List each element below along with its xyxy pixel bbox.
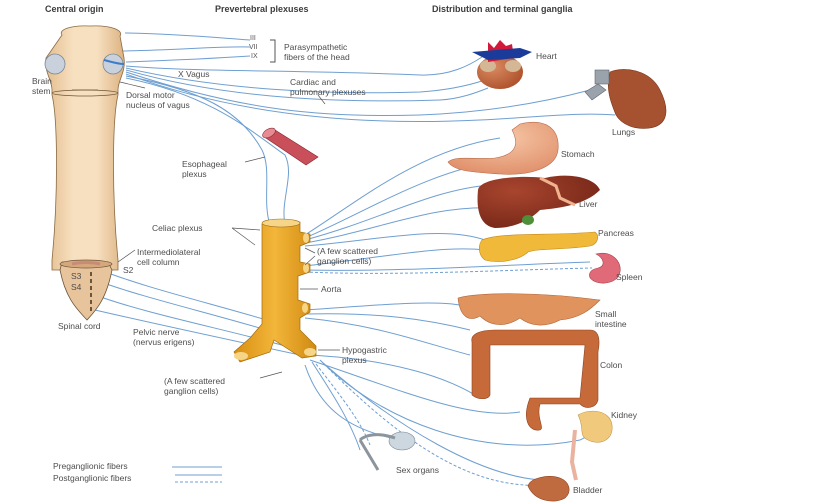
label-scattered-ganglion-top: (A few scattered ganglion cells) — [317, 246, 378, 266]
label-celiac-plexus: Celiac plexus — [152, 223, 203, 233]
organ-label-small-intestine: Small intestine — [595, 309, 627, 329]
cranial-nerve-ix: IX — [251, 53, 258, 60]
organ-label-sex-organs: Sex organs — [396, 465, 439, 475]
label-esophageal-plexus: Esophageal plexus — [182, 159, 227, 179]
legend-lines — [172, 466, 222, 483]
legend-postganglionic: Postganglionic fibers — [53, 473, 132, 483]
label-hypogastric-plexus: Hypogastric plexus — [342, 345, 387, 365]
organ-label-kidney: Kidney — [611, 410, 637, 420]
organ-label-pancreas: Pancreas — [598, 228, 634, 238]
sex-organs — [358, 431, 416, 471]
small-intestine-organ — [457, 293, 601, 326]
organ-label-stomach: Stomach — [561, 149, 595, 159]
leader-lines — [117, 81, 340, 379]
label-scattered-ganglion-bottom: (A few scattered ganglion cells) — [164, 376, 225, 396]
legend-preganglionic: Preganglionic fibers — [53, 461, 128, 471]
bladder-organ — [527, 476, 570, 502]
spleen-organ — [589, 252, 621, 284]
label-dorsal-motor-nucleus: Dorsal motor nucleus of vagus — [126, 90, 190, 110]
label-brain-stem: Brain stem — [32, 76, 52, 96]
organ-label-liver: Liver — [579, 199, 598, 209]
label-s4: S4 — [71, 282, 82, 292]
organ-label-spleen: Spleen — [616, 272, 643, 282]
heart-organ — [472, 40, 532, 89]
lungs-organ — [584, 69, 667, 129]
cranial-nerve-vii: VII — [249, 44, 258, 51]
colon-organ — [471, 329, 600, 431]
esophagus — [262, 127, 319, 166]
cranial-bracket — [270, 39, 276, 63]
header-distribution: Distribution and terminal ganglia — [432, 4, 573, 14]
label-vagus: X Vagus — [178, 69, 210, 79]
label-cardiac-pulmonary: Cardiac and pulmonary plexuses — [290, 77, 366, 97]
kidney-organ — [569, 410, 613, 481]
header-prevertebral-plexuses: Prevertebral plexuses — [215, 4, 309, 14]
liver-organ — [477, 175, 600, 228]
header-central-origin: Central origin — [45, 4, 104, 14]
label-s3: S3 — [71, 271, 82, 281]
label-pelvic-nerve: Pelvic nerve (nervus erigens) — [133, 327, 195, 347]
organ-label-colon: Colon — [600, 360, 623, 370]
spinal-cord — [44, 25, 125, 321]
organ-label-heart: Heart — [536, 51, 557, 61]
label-s2: S2 — [123, 265, 134, 275]
organ-label-bladder: Bladder — [573, 485, 603, 495]
label-spinal-cord: Spinal cord — [58, 321, 101, 331]
label-aorta: Aorta — [321, 284, 342, 294]
stomach-organ — [447, 122, 559, 175]
label-parasympathetic-head: Parasympathetic fibers of the head — [284, 42, 350, 62]
aorta — [233, 218, 317, 363]
organ-label-lungs: Lungs — [612, 127, 636, 137]
pancreas-organ — [479, 231, 599, 262]
label-intermediolateral: Intermediolateral cell column — [137, 247, 201, 267]
cranial-nerve-iii: III — [250, 35, 256, 42]
